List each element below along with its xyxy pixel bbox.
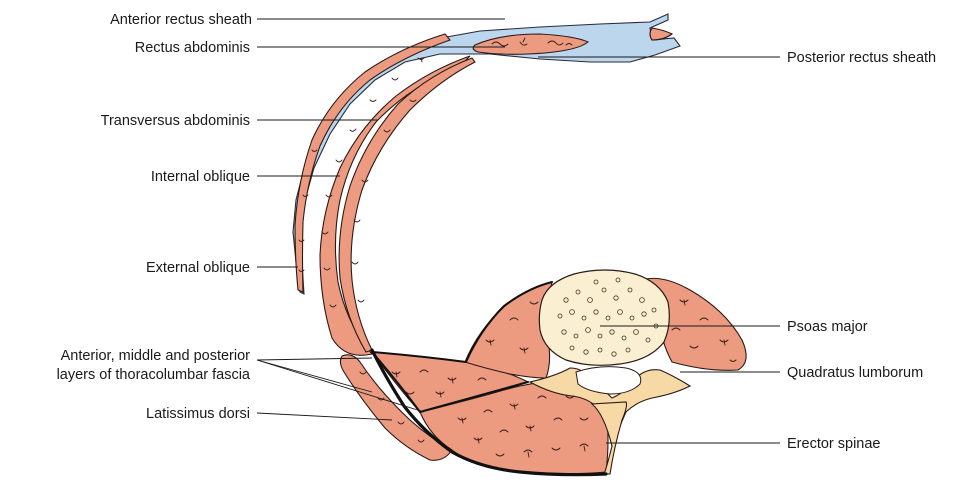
label-latissimus-dorsi: Latissimus dorsi xyxy=(146,406,250,422)
label-erector-spinae: Erector spinae xyxy=(787,436,881,452)
label-internal-oblique: Internal oblique xyxy=(151,169,250,185)
label-anterior-rectus-sheath: Anterior rectus sheath xyxy=(110,12,252,28)
label-transversus-abdominis: Transversus abdominis xyxy=(101,113,250,129)
label-external-oblique: External oblique xyxy=(146,260,250,276)
psoas-major-left xyxy=(465,282,552,378)
label-psoas-major: Psoas major xyxy=(787,319,868,335)
leader-latissimus-dorsi xyxy=(257,413,392,420)
label-thoracolumbar-fascia-line2: layers of thoracolumbar fascia xyxy=(57,367,251,383)
label-posterior-rectus-sheath: Posterior rectus sheath xyxy=(787,50,936,66)
label-quadratus-lumborum: Quadratus lumborum xyxy=(787,365,923,381)
label-thoracolumbar-fascia-line1: Anterior, middle and posterior xyxy=(61,348,251,364)
label-rectus-abdominis: Rectus abdominis xyxy=(135,40,250,56)
transversus-abdominis-muscle xyxy=(339,58,475,352)
